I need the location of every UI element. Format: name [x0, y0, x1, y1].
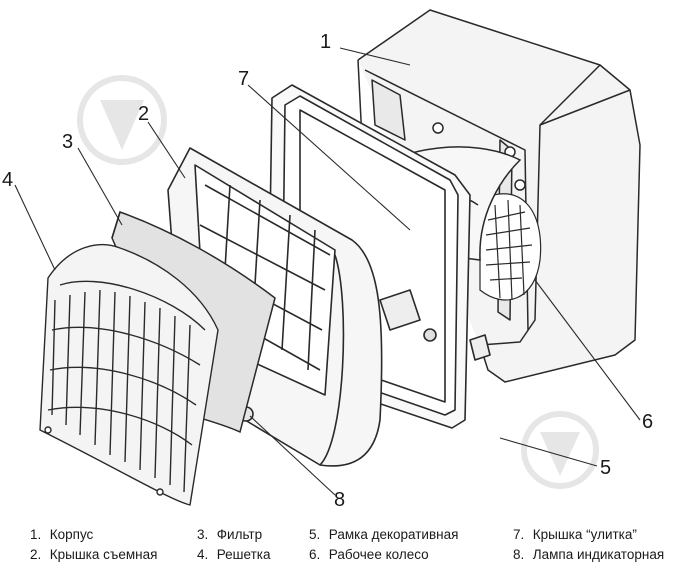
exploded-view-diagram: 1 2 3 4 5 6 7 8: [2, 9, 653, 511]
legend-text: Крышка съемная: [49, 547, 158, 562]
legend-text: Рабочее колесо: [328, 547, 429, 562]
callout-4: 4: [2, 169, 13, 191]
legend-text: Рамка декоративная: [328, 527, 459, 542]
legend-num: 3.: [197, 527, 209, 542]
callout-8: 8: [334, 489, 345, 511]
legend-item-5: 5. Рамка декоративная: [309, 527, 458, 542]
callout-3: 3: [62, 131, 73, 153]
legend-text: Фильтр: [216, 527, 263, 542]
legend-item-7: 7. Крышка “улитка”: [513, 527, 637, 542]
callout-1: 1: [320, 31, 331, 53]
legend-item-8: 8. Лампа индикаторная: [513, 547, 664, 562]
legend-item-4: 4. Решетка: [197, 547, 270, 562]
impeller-part: [479, 193, 542, 301]
parts-legend: 1. Корпус 2. Крышка съемная 3. Фильтр 4.…: [0, 527, 688, 567]
legend-text: Решетка: [216, 547, 271, 562]
legend-num: 7.: [513, 527, 525, 542]
legend-text: Лампа индикаторная: [532, 547, 665, 562]
legend-text: Корпус: [49, 527, 94, 542]
grille-part: [39, 244, 219, 506]
leader-lines: [14, 47, 641, 496]
legend-item-3: 3. Фильтр: [197, 527, 262, 542]
legend-num: 8.: [513, 547, 525, 562]
legend-num: 4.: [197, 547, 209, 562]
callout-7: 7: [238, 68, 249, 90]
legend-num: 6.: [309, 547, 321, 562]
legend-num: 5.: [309, 527, 321, 542]
callout-5: 5: [600, 457, 611, 479]
watermark-logo-top-left: [77, 75, 167, 165]
callout-2: 2: [138, 103, 149, 125]
legend-item-2: 2. Крышка съемная: [30, 547, 157, 562]
legend-text: Крышка “улитка”: [532, 527, 637, 542]
watermark-logo-bottom-right: [521, 411, 599, 489]
callout-6: 6: [642, 411, 653, 433]
legend-num: 1.: [30, 527, 42, 542]
legend-item-6: 6. Рабочее колесо: [309, 547, 429, 562]
legend-num: 2.: [30, 547, 42, 562]
legend-item-1: 1. Корпус: [30, 527, 93, 542]
